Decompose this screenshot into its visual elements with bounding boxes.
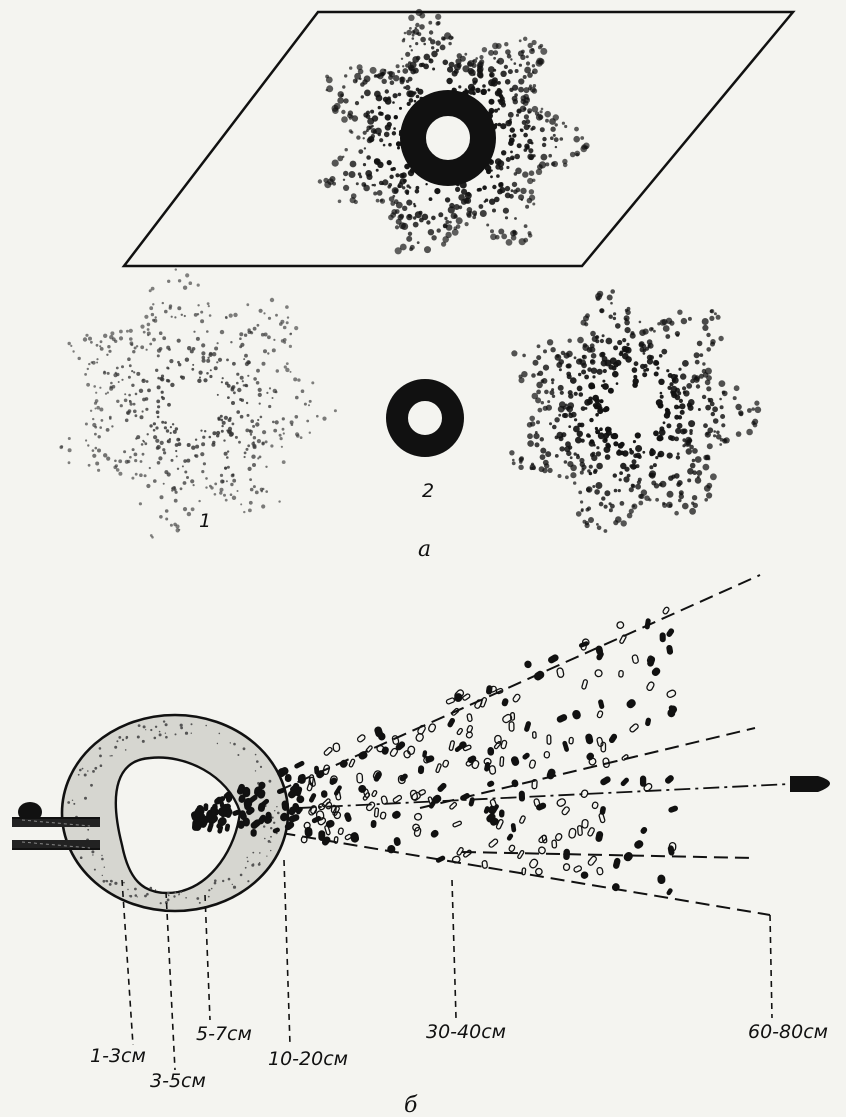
item-1-label: 1 bbox=[199, 510, 211, 532]
item-2-label: 2 bbox=[422, 480, 434, 502]
plane-entry-ring bbox=[413, 103, 483, 173]
flame-cloud bbox=[62, 715, 288, 911]
plane-soot-deposit bbox=[318, 9, 590, 255]
cone-lines bbox=[240, 575, 770, 915]
fine-powder-pattern bbox=[59, 268, 337, 538]
coarse-soot-pattern bbox=[509, 289, 761, 533]
distance-label-5-7: 5-7см bbox=[196, 1023, 252, 1045]
bullet bbox=[790, 776, 830, 792]
distance-label-10-20: 10-20см bbox=[268, 1048, 348, 1070]
figure-b-label: б bbox=[404, 1093, 418, 1117]
distance-label-3-5: 3-5см bbox=[150, 1070, 206, 1092]
distance-label-1-3: 1-3см bbox=[90, 1045, 146, 1067]
dark-ring bbox=[397, 390, 453, 446]
figure-a-label: а bbox=[418, 537, 431, 562]
distance-label-60-80: 60-80см bbox=[748, 1021, 828, 1043]
distance-label-30-40: 30-40см bbox=[426, 1021, 506, 1043]
